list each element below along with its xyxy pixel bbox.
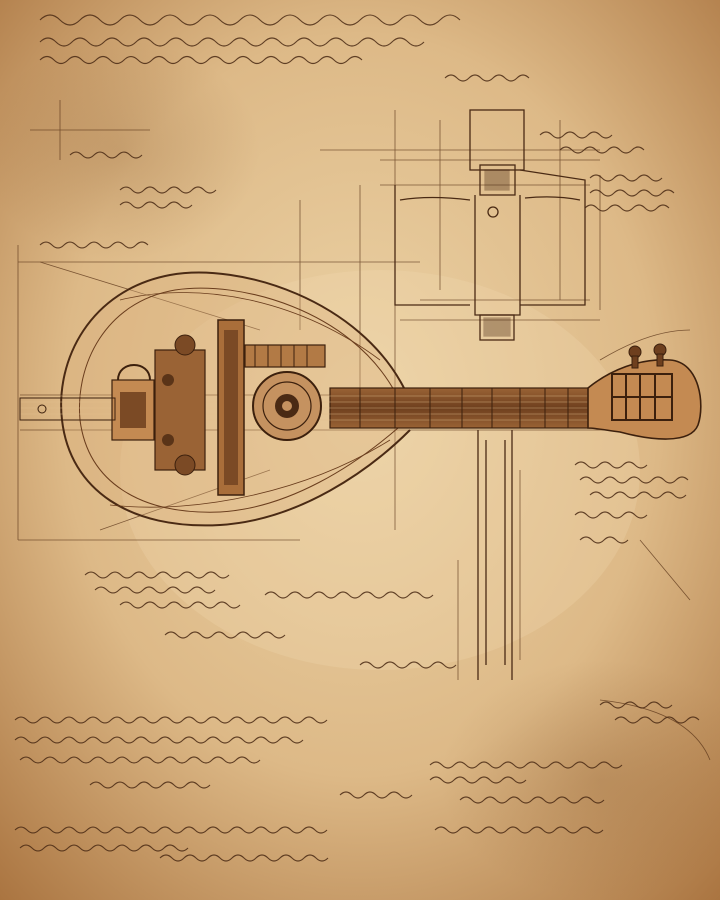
tuning-pegs (628, 343, 667, 369)
lute (19, 271, 702, 527)
parchment-highlight (120, 270, 640, 670)
parchment-stain (0, 40, 260, 260)
vertical-brace (394, 109, 586, 680)
lute-frets (359, 388, 569, 428)
bridge-mechanism (19, 319, 326, 496)
pegbox-grid (611, 373, 673, 421)
handwritten-notes (14, 14, 700, 862)
parchment-stain (440, 660, 720, 900)
